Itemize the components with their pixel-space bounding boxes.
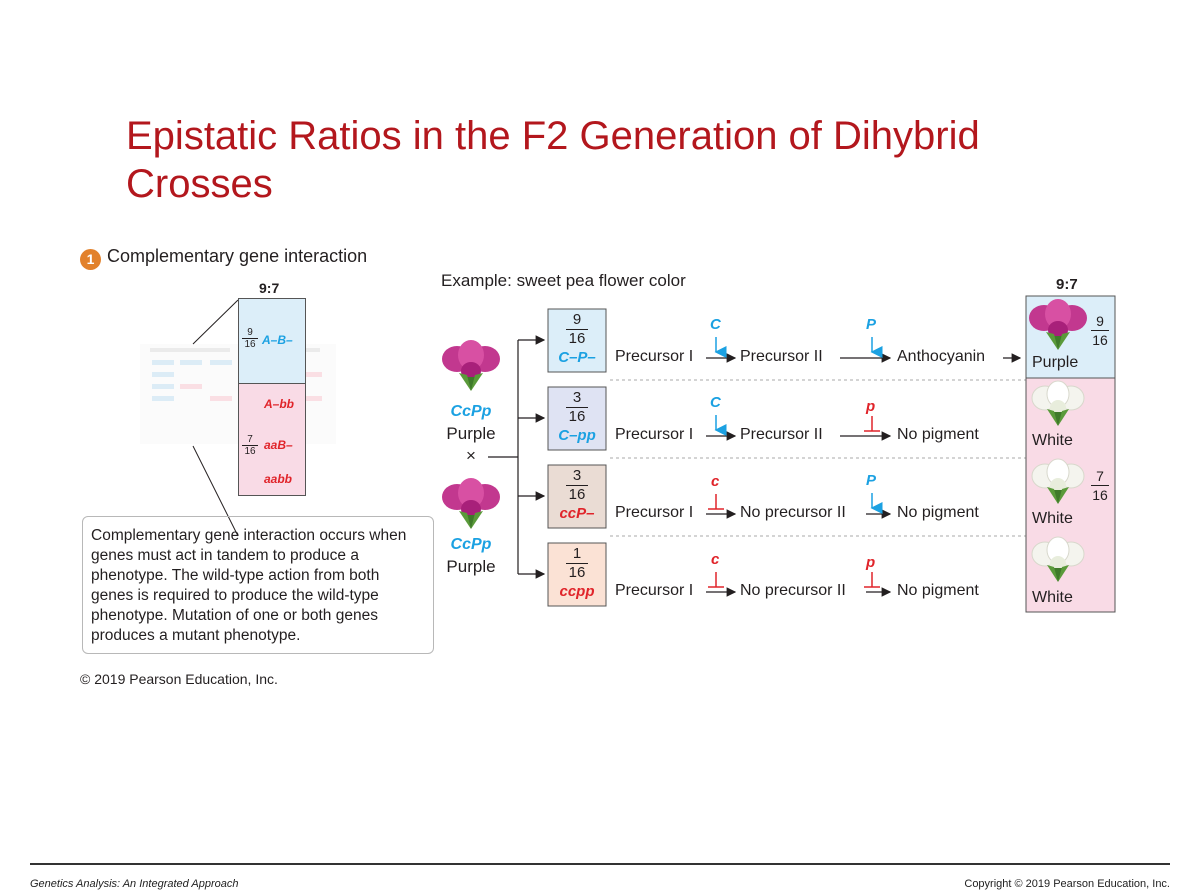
purple-frac-bar bbox=[1091, 330, 1109, 331]
row1-frac-den: 16 bbox=[568, 330, 586, 347]
row3-genotype-box bbox=[547, 464, 607, 529]
row2-frac-num: 3 bbox=[572, 389, 582, 406]
row1-frac-num: 9 bbox=[572, 311, 582, 328]
parent1-flower-icon bbox=[442, 340, 500, 391]
row4-step3: No pigment bbox=[897, 582, 979, 599]
pathway-arrows bbox=[706, 353, 1022, 597]
example-label: Example: sweet pea flower color bbox=[441, 271, 686, 290]
row-separators bbox=[610, 379, 1030, 537]
purple-frac-den: 16 bbox=[1092, 332, 1108, 348]
zoom-lines bbox=[192, 299, 239, 537]
footer-book-title: Genetics Analysis: An Integrated Approac… bbox=[30, 878, 239, 890]
zoom-frac-bottom-den: 16 bbox=[242, 445, 258, 457]
white-frac-bar bbox=[1091, 485, 1109, 486]
cross-connector bbox=[488, 335, 546, 579]
row4-gene1: c bbox=[711, 551, 720, 568]
parent2-phenotype: Purple bbox=[446, 557, 496, 576]
row4-fraction: 1 16 ccpp bbox=[548, 545, 606, 601]
zoom-box bbox=[238, 298, 306, 496]
row2-genotype-box bbox=[547, 386, 607, 451]
row2-step2: Precursor II bbox=[740, 426, 823, 443]
row2-frac-bar bbox=[566, 407, 588, 408]
row4-genotype: ccpp bbox=[559, 583, 595, 600]
row4-genotype-box bbox=[547, 542, 607, 607]
row1-step2: Precursor II bbox=[740, 348, 823, 365]
parent2-genotype: CcPp bbox=[450, 536, 492, 553]
footer-divider bbox=[30, 863, 1170, 865]
white-phenotype-label: White bbox=[1032, 589, 1073, 606]
row3-step2: No precursor II bbox=[740, 504, 846, 521]
row2-step1: Precursor I bbox=[615, 426, 694, 443]
row3-step3: No pigment bbox=[897, 504, 979, 521]
zoom-box-blue bbox=[239, 299, 305, 384]
white-frac-den: 16 bbox=[1092, 487, 1108, 503]
section-title: Complementary gene interaction bbox=[107, 246, 368, 266]
zoom-box-pink bbox=[239, 384, 305, 495]
zoom-frac-bottom: 7 16 bbox=[242, 434, 258, 457]
zoom-ratio-label: 9:7 bbox=[259, 280, 280, 296]
row3-frac-den: 16 bbox=[568, 486, 586, 503]
slide-title: Epistatic Ratios in the F2 Generation of… bbox=[126, 114, 980, 206]
purple-phenotype-label: Purple bbox=[1032, 354, 1079, 371]
white-fraction: 7 16 bbox=[1082, 468, 1118, 503]
row1-gene1: C bbox=[710, 316, 721, 333]
cross-symbol: × bbox=[466, 446, 476, 465]
white-phenotype-label: White bbox=[1032, 510, 1073, 527]
zoom-geno-Abb-text: A–bb bbox=[264, 397, 294, 411]
copyright-text: © 2019 Pearson Education, Inc. bbox=[80, 671, 278, 687]
row3-frac-bar bbox=[566, 485, 588, 486]
parent1-phenotype: Purple bbox=[446, 424, 496, 443]
row1-frac-bar bbox=[566, 329, 588, 330]
row4-frac-num: 1 bbox=[572, 545, 582, 562]
row4-step1: Precursor I bbox=[615, 582, 694, 599]
row4-gene2: p bbox=[866, 554, 876, 571]
zoom-frac-bottom-num: 7 bbox=[247, 434, 253, 445]
white-phenotype-label: White bbox=[1032, 432, 1073, 449]
row1-step3: Anthocyanin bbox=[897, 348, 986, 365]
row1-step1: Precursor I bbox=[615, 348, 694, 365]
row2-gene1: C bbox=[710, 394, 721, 411]
footer-copyright: Copyright © 2019 Pearson Education, Inc. bbox=[964, 878, 1170, 890]
row3-genotype: ccP– bbox=[559, 505, 595, 522]
row2-genotype-text: C–pp bbox=[558, 427, 596, 444]
row3-frac-num: 3 bbox=[572, 467, 582, 484]
purple-fraction: 9 16 bbox=[1082, 313, 1118, 348]
row1-genotype: C–P– bbox=[558, 349, 596, 366]
row1-genotype-box bbox=[547, 308, 607, 373]
row4-frac-den: 16 bbox=[568, 564, 586, 581]
zoom-geno-AB: A–B– bbox=[262, 333, 293, 347]
active-gene-arrows bbox=[714, 337, 883, 514]
phenotype-ratio-text: 9:7 bbox=[1056, 276, 1078, 293]
zoom-geno-aabb: aabb bbox=[264, 472, 293, 486]
parent1-genotype: CcPp bbox=[450, 403, 492, 420]
zoom-geno-Abb: A–bb bbox=[264, 397, 294, 411]
row4-step2: No precursor II bbox=[740, 582, 846, 599]
white-phenotype-box bbox=[1025, 377, 1116, 613]
row2-step3: No pigment bbox=[897, 426, 979, 443]
row2-frac-den: 16 bbox=[568, 408, 586, 425]
zoom-geno-aaB: aaB– bbox=[264, 438, 293, 452]
row4-frac-bar bbox=[566, 563, 588, 564]
purple-frac-num: 9 bbox=[1096, 313, 1104, 329]
zoom-frac-top-num: 9 bbox=[247, 327, 253, 338]
zoom-frac-top: 9 16 bbox=[242, 327, 258, 350]
row2-genotype: C–pp bbox=[548, 427, 606, 444]
row2-fraction: 3 16 C–pp bbox=[548, 389, 606, 445]
section-number-badge: 1 bbox=[80, 249, 101, 270]
row1-gene2: P bbox=[866, 316, 877, 333]
row3-gene1: c bbox=[711, 473, 720, 490]
row3-fraction: 3 16 ccP– bbox=[548, 467, 606, 523]
row3-step1: Precursor I bbox=[615, 504, 694, 521]
white-frac-num: 7 bbox=[1096, 468, 1104, 484]
description-box: Complementary gene interaction occurs wh… bbox=[82, 516, 434, 654]
pathway-diagram bbox=[442, 295, 1116, 613]
row1-fraction: 9 16 C–P– bbox=[548, 311, 606, 367]
row2-gene2: p bbox=[866, 398, 876, 415]
parent2-flower-icon bbox=[442, 478, 500, 529]
zoom-frac-top-den: 16 bbox=[242, 338, 258, 350]
blocked-gene-bars bbox=[708, 416, 880, 588]
row3-gene2: P bbox=[866, 472, 877, 489]
